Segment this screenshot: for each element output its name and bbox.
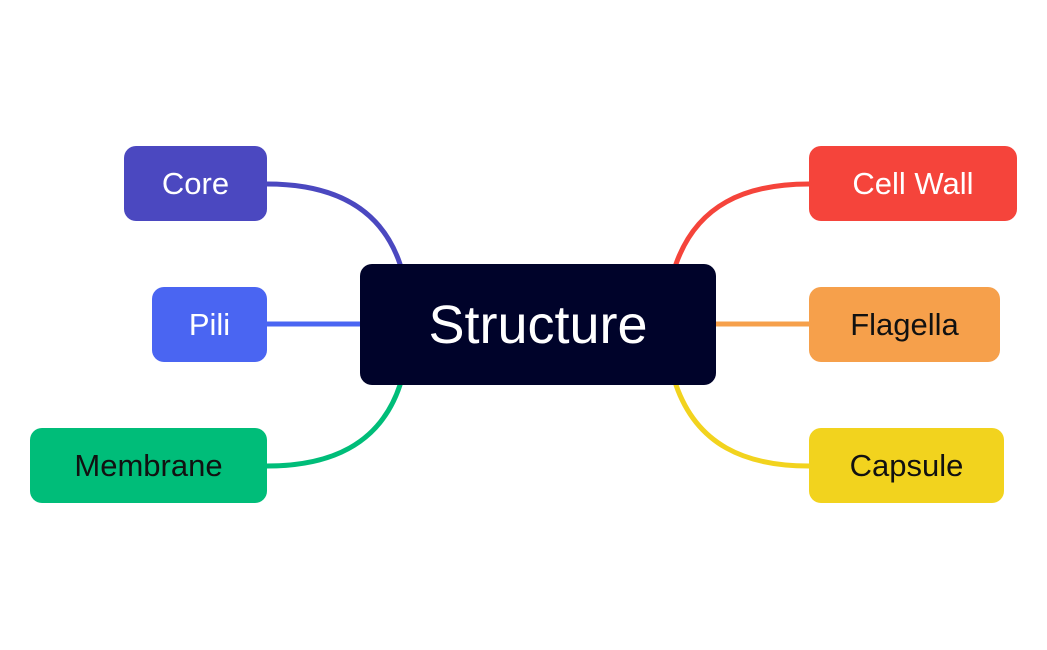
connector-core [264,181,403,267]
branch-node-cell-wall[interactable]: Cell Wall [809,146,1017,221]
branch-node-flagella-label: Flagella [850,306,959,342]
branch-node-core[interactable]: Core [124,146,267,221]
branch-node-core-label: Core [161,165,230,201]
connector-membrane [264,382,403,469]
central-node-label: Structure [428,294,648,355]
branch-node-pili[interactable]: Pili [152,287,267,362]
branch-node-membrane-label: Membrane [74,447,223,483]
branch-node-capsule-label: Capsule [849,447,964,483]
branch-node-membrane[interactable]: Membrane [30,428,267,503]
connector-capsule [673,382,812,469]
connector-cell-wall [673,181,812,267]
branch-node-capsule[interactable]: Capsule [809,428,1004,503]
branch-node-cell-wall-label: Cell Wall [852,165,974,201]
central-node[interactable]: Structure [360,264,716,385]
branch-node-flagella[interactable]: Flagella [809,287,1000,362]
branch-node-pili-label: Pili [188,306,231,342]
